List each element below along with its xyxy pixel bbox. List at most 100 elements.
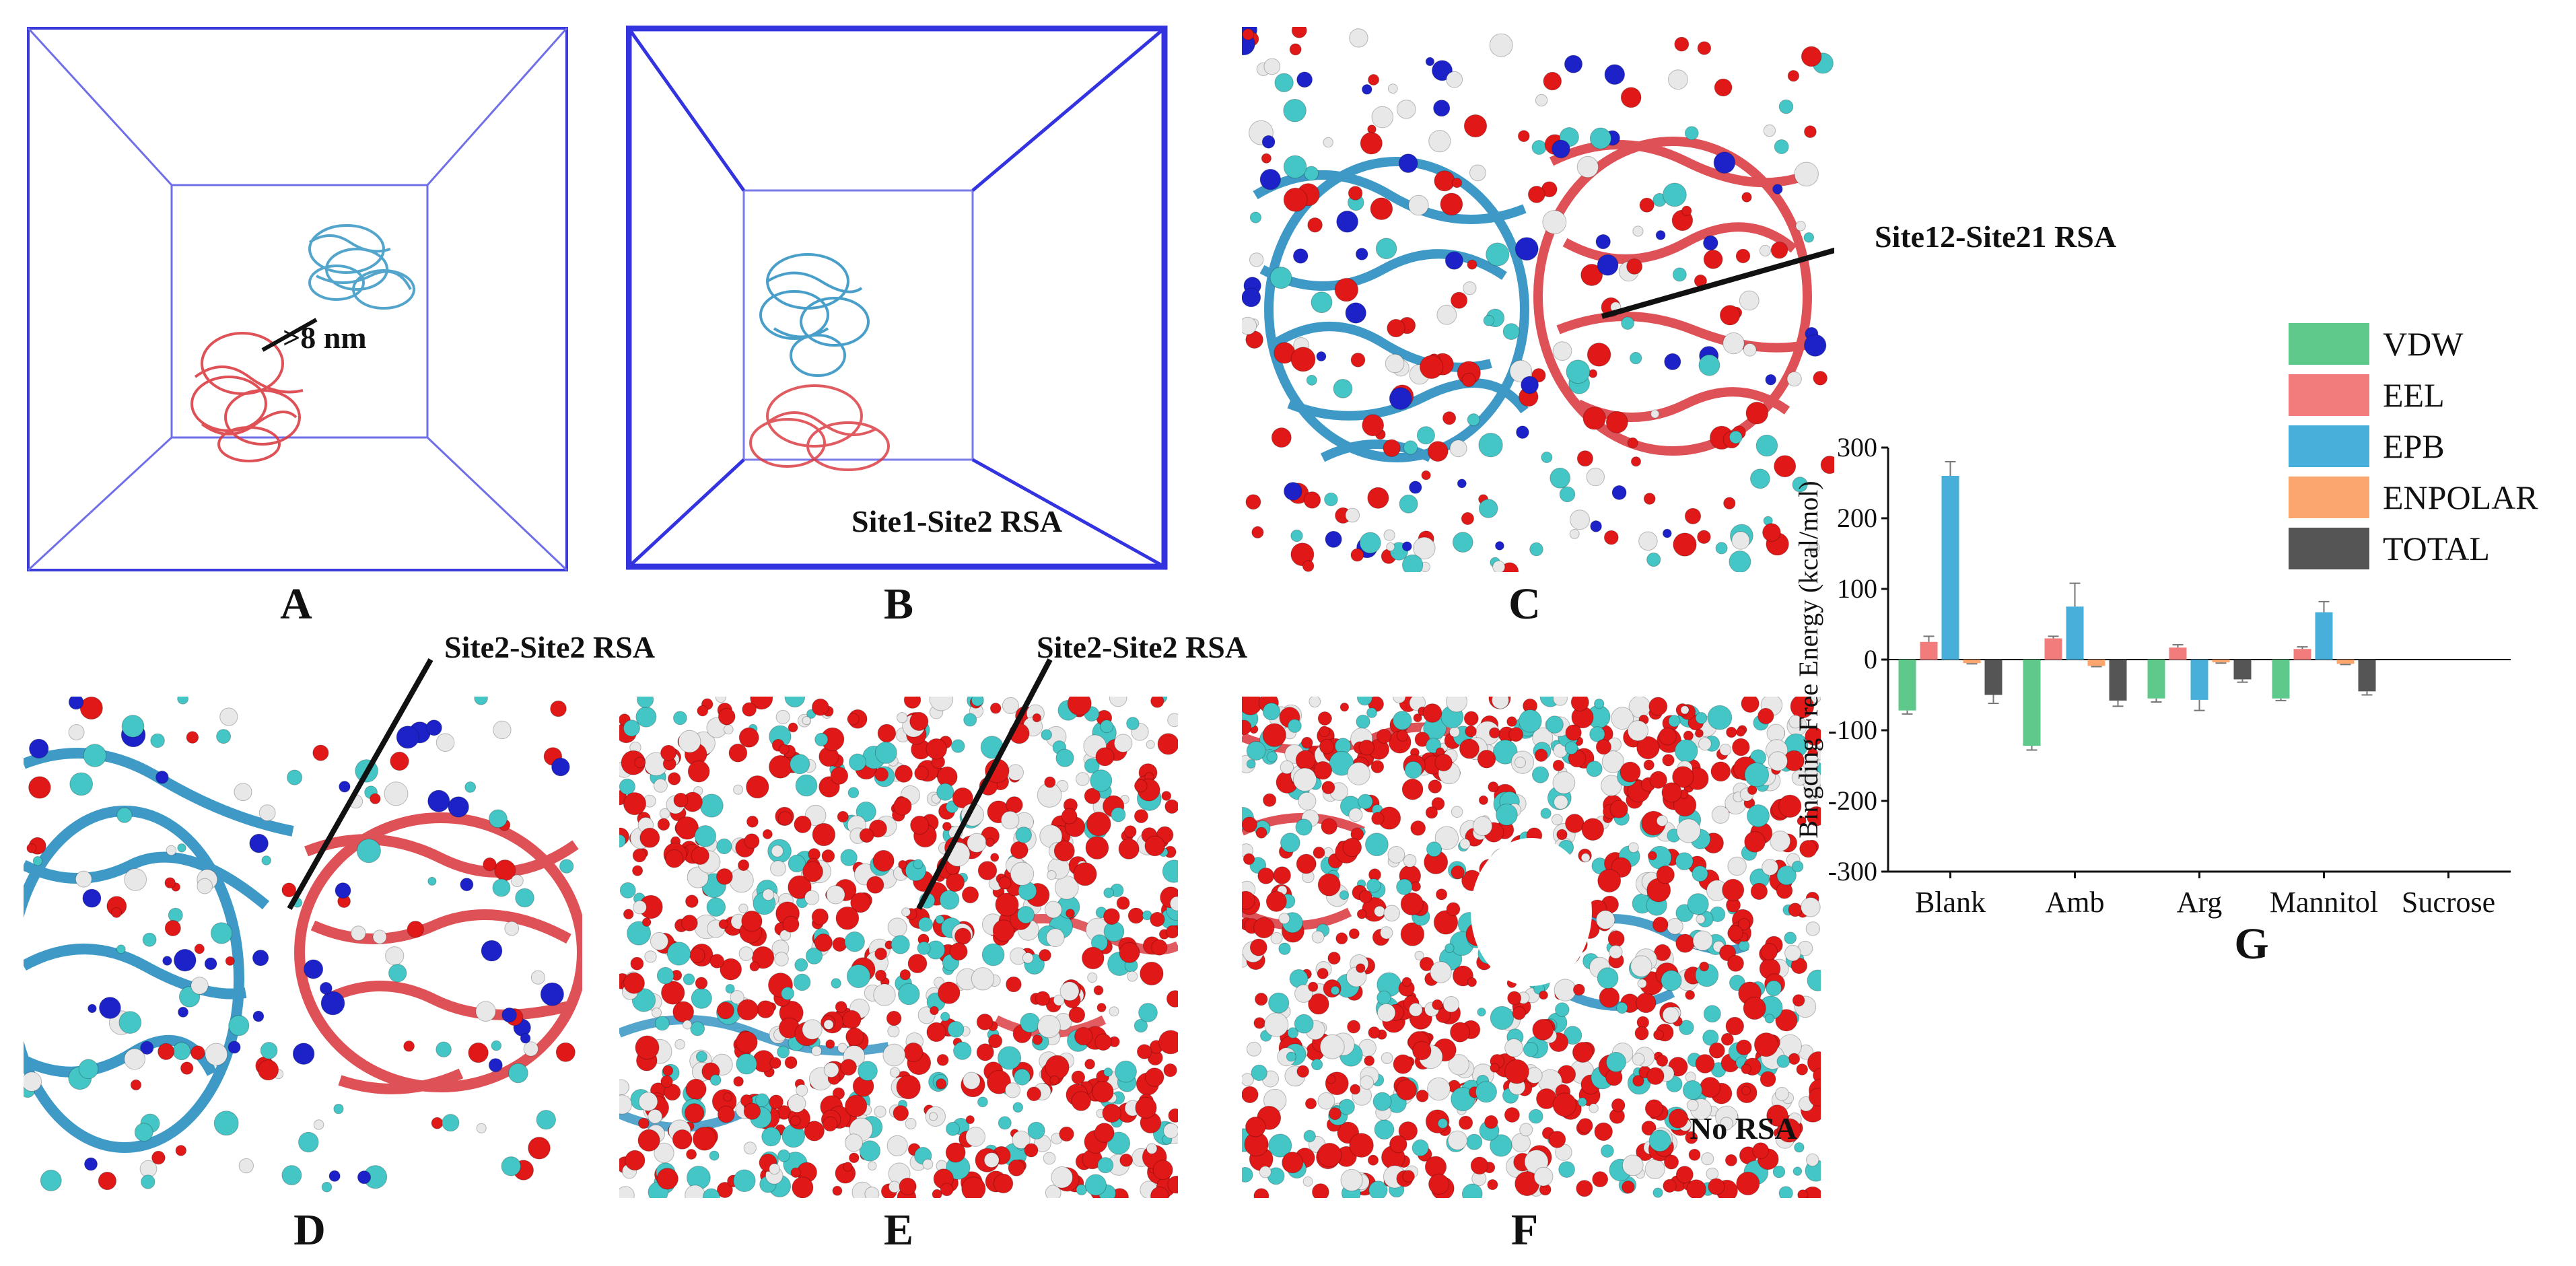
- atom-sphere: [1044, 776, 1056, 788]
- atom-sphere: [431, 1117, 444, 1129]
- panel-d: [24, 697, 582, 1198]
- atom-sphere: [1595, 234, 1611, 250]
- atom-sphere: [1360, 132, 1383, 155]
- atom-sphere: [1119, 942, 1140, 963]
- atom-sphere: [1576, 1180, 1593, 1197]
- atom-sphere: [1371, 812, 1385, 825]
- atom-sphere: [898, 983, 920, 1006]
- atom-sphere: [1478, 499, 1498, 518]
- atom-sphere: [736, 1053, 757, 1075]
- atom-sphere: [1492, 560, 1506, 572]
- atom-sphere: [788, 854, 806, 873]
- atom-sphere: [1425, 57, 1435, 67]
- atom-sphere: [1261, 153, 1272, 164]
- atom-sphere: [1686, 1099, 1699, 1111]
- atom-sphere: [1723, 497, 1736, 509]
- atom-sphere: [1577, 1118, 1593, 1133]
- legend-swatch: [2289, 477, 2369, 518]
- atom-sphere: [1316, 351, 1327, 361]
- atom-sphere: [1490, 1063, 1500, 1073]
- atom-sphere: [339, 781, 351, 793]
- atom-sphere: [1531, 766, 1550, 783]
- atom-sphere: [976, 1043, 994, 1061]
- panel-letter-g: G: [2234, 919, 2269, 969]
- atom-sphere: [488, 1058, 503, 1073]
- atom-sphere: [1278, 913, 1290, 925]
- atom-sphere: [1806, 806, 1821, 827]
- atom-sphere: [1362, 414, 1385, 437]
- protein-red: [190, 332, 304, 462]
- atom-sphere: [1467, 977, 1477, 987]
- atom-sphere: [788, 722, 798, 733]
- bar: [2190, 660, 2208, 700]
- atom-sphere: [1410, 820, 1426, 836]
- atom-sphere: [1766, 1104, 1788, 1127]
- atom-sphere: [627, 921, 652, 946]
- atom-sphere: [1045, 1055, 1070, 1080]
- atom-sphere: [718, 919, 729, 929]
- atom-sphere: [1552, 759, 1564, 772]
- atom-sphere: [874, 1105, 886, 1118]
- atom-sphere: [650, 931, 669, 951]
- solvent-atoms: [1242, 697, 1821, 1198]
- atom-sphere: [666, 942, 691, 966]
- atom-sphere: [1127, 907, 1144, 924]
- atom-sphere: [639, 827, 660, 848]
- bar: [1898, 660, 1916, 711]
- atom-sphere: [623, 792, 647, 816]
- atom-sphere: [1094, 1033, 1112, 1051]
- panel-letter-e: E: [883, 1205, 914, 1255]
- atom-sphere: [718, 707, 736, 726]
- atom-sphere: [194, 944, 205, 954]
- protein-blue: [1253, 157, 1529, 462]
- atom-sphere: [1103, 921, 1125, 942]
- atom-sphere: [1662, 1006, 1679, 1024]
- atom-sphere: [1401, 554, 1424, 572]
- atom-sphere: [844, 931, 865, 952]
- atom-sphere: [662, 1065, 674, 1076]
- atom-sphere: [1444, 943, 1455, 953]
- atom-sphere: [723, 1092, 732, 1102]
- x-tick-label: Sucrose: [2402, 886, 2495, 919]
- atom-sphere: [1294, 1014, 1314, 1034]
- atom-sphere: [750, 697, 773, 710]
- atom-sphere: [1053, 840, 1075, 861]
- atom-sphere: [79, 697, 103, 720]
- atom-sphere: [1778, 1186, 1793, 1198]
- atom-sphere: [142, 932, 157, 947]
- atom-sphere: [963, 713, 977, 727]
- atom-sphere: [1403, 854, 1417, 868]
- atom-sphere: [468, 1042, 489, 1063]
- atom-sphere: [886, 1135, 908, 1156]
- atom-sphere: [1587, 343, 1611, 367]
- atom-sphere: [1323, 137, 1333, 148]
- atom-sphere: [162, 956, 172, 966]
- atom-sphere: [1582, 407, 1606, 430]
- atom-sphere: [1483, 314, 1495, 326]
- atom-sphere: [493, 720, 512, 740]
- site-annotation-d: Site2-Site2 RSA: [444, 630, 656, 664]
- atom-sphere: [840, 849, 858, 866]
- atom-sphere: [1242, 890, 1255, 910]
- atom-sphere: [1107, 1131, 1131, 1155]
- atom-sphere: [1722, 332, 1745, 355]
- atom-sphere: [551, 757, 570, 777]
- atom-sphere: [648, 1109, 663, 1124]
- atom-sphere: [778, 744, 790, 755]
- atom-sphere: [1656, 866, 1675, 884]
- atom-sphere: [1249, 938, 1267, 956]
- atom-sphere: [690, 1021, 705, 1036]
- atom-sphere: [1664, 353, 1681, 370]
- atom-sphere: [228, 1015, 250, 1036]
- atom-sphere: [205, 1043, 228, 1066]
- bar: [2023, 660, 2041, 746]
- atom-sphere: [1342, 837, 1362, 857]
- atom-sphere: [814, 934, 833, 952]
- atom-sphere: [328, 1170, 341, 1182]
- atom-sphere: [1684, 507, 1702, 525]
- atom-sphere: [550, 700, 567, 717]
- atom-sphere: [1398, 1121, 1418, 1141]
- atom-sphere: [1350, 548, 1364, 562]
- atom-sphere: [1242, 719, 1252, 736]
- atom-sphere: [1290, 347, 1316, 372]
